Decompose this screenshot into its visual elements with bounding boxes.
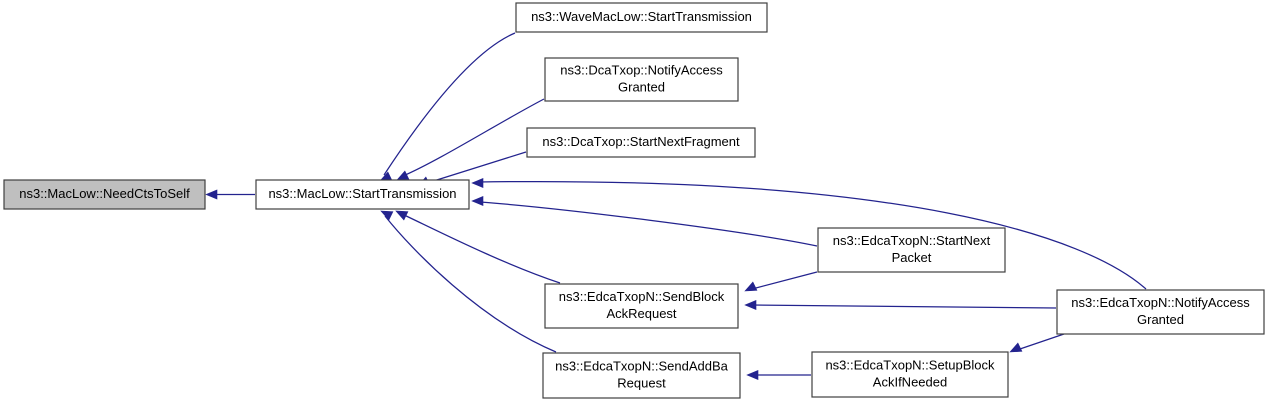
edge-edcatxopn_sendblockackrequest-to-maclow_starttransmission: [395, 210, 561, 284]
edge-arrowhead: [380, 210, 394, 221]
node-label-line: Request: [617, 375, 666, 390]
node-label-line: ns3::EdcaTxopN::SendBlock: [559, 289, 725, 304]
node-label-line: ns3::EdcaTxopN::SetupBlock: [825, 357, 995, 372]
node-label-line: ns3::DcaTxop::NotifyAccess: [560, 62, 723, 77]
edge-line: [423, 151, 527, 185]
edge-arrowhead: [395, 210, 409, 221]
node-box[interactable]: [526, 127, 756, 158]
edge-dcatxop_notifyaccessgranted-to-maclow_starttransmission: [396, 98, 545, 181]
edge-arrowhead: [471, 177, 484, 189]
node-label-line: ns3::MacLow::NeedCtsToSelf: [19, 186, 190, 201]
node-box[interactable]: [817, 227, 1006, 273]
node-wavemaclow_starttransmission[interactable]: ns3::WaveMacLow::StartTransmission: [515, 2, 768, 33]
edge-edcatxopn_setupblockackifneeded-to-edcatxopn_sendaddbarequest: [746, 369, 811, 381]
edge-arrowhead: [1009, 342, 1023, 353]
node-box[interactable]: [3, 179, 206, 210]
node-dcatxop_startnextfragment[interactable]: ns3::DcaTxop::StartNextFragment: [526, 127, 756, 158]
node-label-line: ns3::MacLow::StartTransmission: [268, 186, 456, 201]
edge-arrowhead: [471, 195, 484, 207]
node-box[interactable]: [544, 283, 739, 329]
node-label-line: AckIfNeeded: [873, 374, 947, 389]
node-box[interactable]: [515, 2, 768, 33]
edge-line: [751, 271, 818, 290]
edge-arrowhead: [746, 369, 759, 381]
edge-arrowhead: [744, 281, 758, 292]
node-label-line: ns3::DcaTxop::StartNextFragment: [542, 134, 740, 149]
edge-edcatxopn_notifyaccessgranted-to-maclow_starttransmission: [471, 177, 1147, 290]
edge-edcatxopn_notifyaccessgranted-to-edcatxopn_setupblockackifneeded: [1009, 333, 1065, 353]
edge-arrowhead: [744, 299, 757, 311]
edge-line: [478, 180, 1147, 290]
edge-line: [1016, 333, 1065, 351]
node-label-line: ns3::WaveMacLow::StartTransmission: [531, 9, 752, 24]
edge-edcatxopn_startnextpacket-to-edcatxopn_sendblockackrequest: [744, 271, 818, 292]
node-box[interactable]: [255, 179, 470, 210]
edge-wavemaclow_starttransmission-to-maclow_starttransmission: [379, 32, 516, 182]
node-label-line: Packet: [892, 250, 932, 265]
edge-line: [479, 201, 818, 247]
edge-edcatxopn_startnextpacket-to-maclow_starttransmission: [471, 195, 818, 247]
node-label-line: ns3::EdcaTxopN::SendAddBa: [555, 358, 728, 373]
node-box[interactable]: [542, 352, 741, 399]
node-maclow_starttransmission[interactable]: ns3::MacLow::StartTransmission: [255, 179, 470, 210]
node-box[interactable]: [1056, 289, 1265, 335]
nodes-layer: ns3::MacLow::NeedCtsToSelf ns3::MacLow::S…: [3, 2, 1265, 399]
node-label-line: Granted: [1137, 312, 1184, 327]
node-box[interactable]: [544, 57, 739, 102]
edge-arrowhead: [205, 189, 218, 200]
node-label-line: ns3::EdcaTxopN::StartNext: [833, 233, 991, 248]
edge-edcatxopn_notifyaccessgranted-to-edcatxopn_sendblockackrequest: [744, 299, 1057, 311]
node-box[interactable]: [811, 351, 1009, 398]
node-needctstoself[interactable]: ns3::MacLow::NeedCtsToSelf: [3, 179, 206, 210]
edge-maclow_starttransmission-to-needctstoself: [205, 189, 255, 200]
edge-line: [384, 215, 557, 353]
node-label-line: Granted: [618, 79, 665, 94]
edge-line: [401, 213, 561, 284]
node-label-line: ns3::EdcaTxopN::NotifyAccess: [1071, 295, 1250, 310]
edge-line: [751, 304, 1057, 309]
edge-edcatxopn_sendaddbarequest-to-maclow_starttransmission: [380, 210, 557, 353]
edge-line: [383, 32, 516, 176]
edge-line: [402, 98, 545, 177]
edge-arrowhead: [396, 170, 410, 181]
node-label-line: AckRequest: [606, 306, 676, 321]
